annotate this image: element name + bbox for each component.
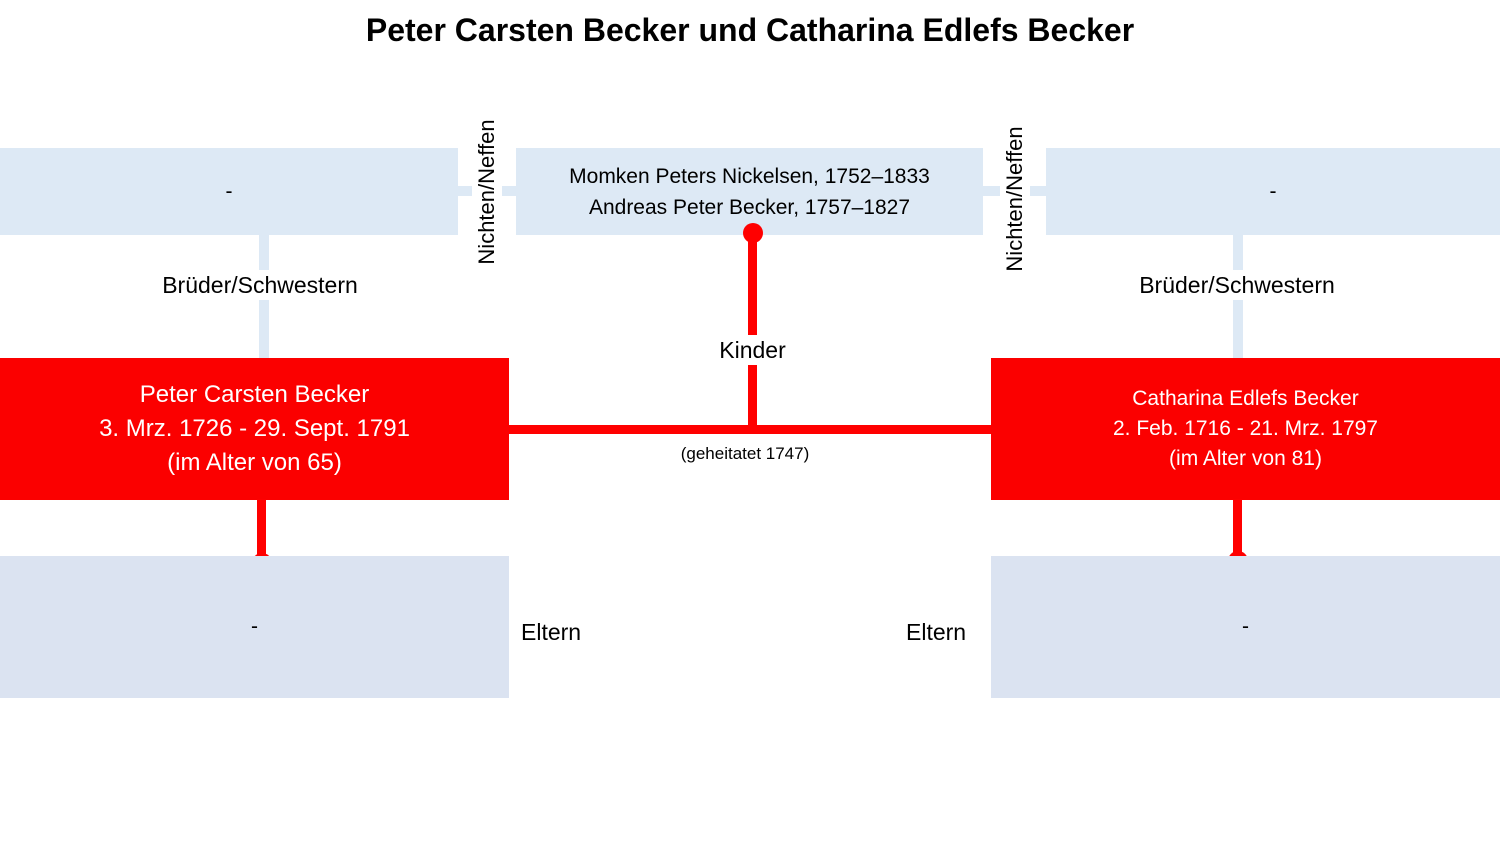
wife-parents-value: - (1242, 615, 1249, 638)
right-siblings-value: - (1269, 180, 1277, 203)
page-title: Peter Carsten Becker und Catharina Edlef… (365, 12, 1135, 48)
child-item: Momken Peters Nickelsen, 1752–1833 (569, 164, 930, 188)
husband-dates: 3. Mrz. 1726 - 29. Sept. 1791 (99, 415, 410, 442)
right-siblings-box[interactable]: - (1046, 148, 1500, 235)
siblings-label-left: Brüder/Schwestern (110, 270, 410, 300)
wife-parents-box[interactable]: - (991, 556, 1500, 698)
wife-parents-connector (1233, 499, 1242, 561)
marriage-line (508, 425, 992, 434)
wife-dates: 2. Feb. 1716 - 21. Mrz. 1797 (1113, 417, 1378, 440)
children-dot (743, 223, 763, 243)
wife-name: Catharina Edlefs Becker (1132, 387, 1359, 410)
husband-name: Peter Carsten Becker (139, 381, 370, 408)
children-connector (748, 233, 757, 433)
husband-parents-box[interactable]: - (0, 556, 509, 698)
husband-parents-connector (257, 499, 266, 563)
left-siblings-value: - (225, 180, 233, 203)
siblings-label-right: Brüder/Schwestern (1087, 270, 1387, 300)
left-siblings-box[interactable]: - (0, 148, 458, 235)
parents-label-right: Eltern (906, 619, 967, 645)
children-label: Kinder (700, 335, 805, 365)
husband-box[interactable]: Peter Carsten Becker 3. Mrz. 1726 - 29. … (0, 358, 509, 500)
marriage-label: (geheitatet 1747) (680, 444, 810, 463)
child-item: Andreas Peter Becker, 1757–1827 (588, 195, 911, 219)
husband-age: (im Alter von 65) (167, 449, 342, 476)
husband-parents-value: - (251, 615, 258, 638)
parents-label-left: Eltern (521, 619, 582, 645)
wife-box[interactable]: Catharina Edlefs Becker 2. Feb. 1716 - 2… (991, 358, 1500, 500)
nieces-label-right: Nichten/Neffen (1000, 99, 1030, 299)
nieces-label-left: Nichten/Neffen (472, 92, 502, 292)
children-box[interactable]: Momken Peters Nickelsen, 1752–1833 Andre… (516, 148, 983, 235)
wife-age: (im Alter von 81) (1169, 447, 1322, 470)
